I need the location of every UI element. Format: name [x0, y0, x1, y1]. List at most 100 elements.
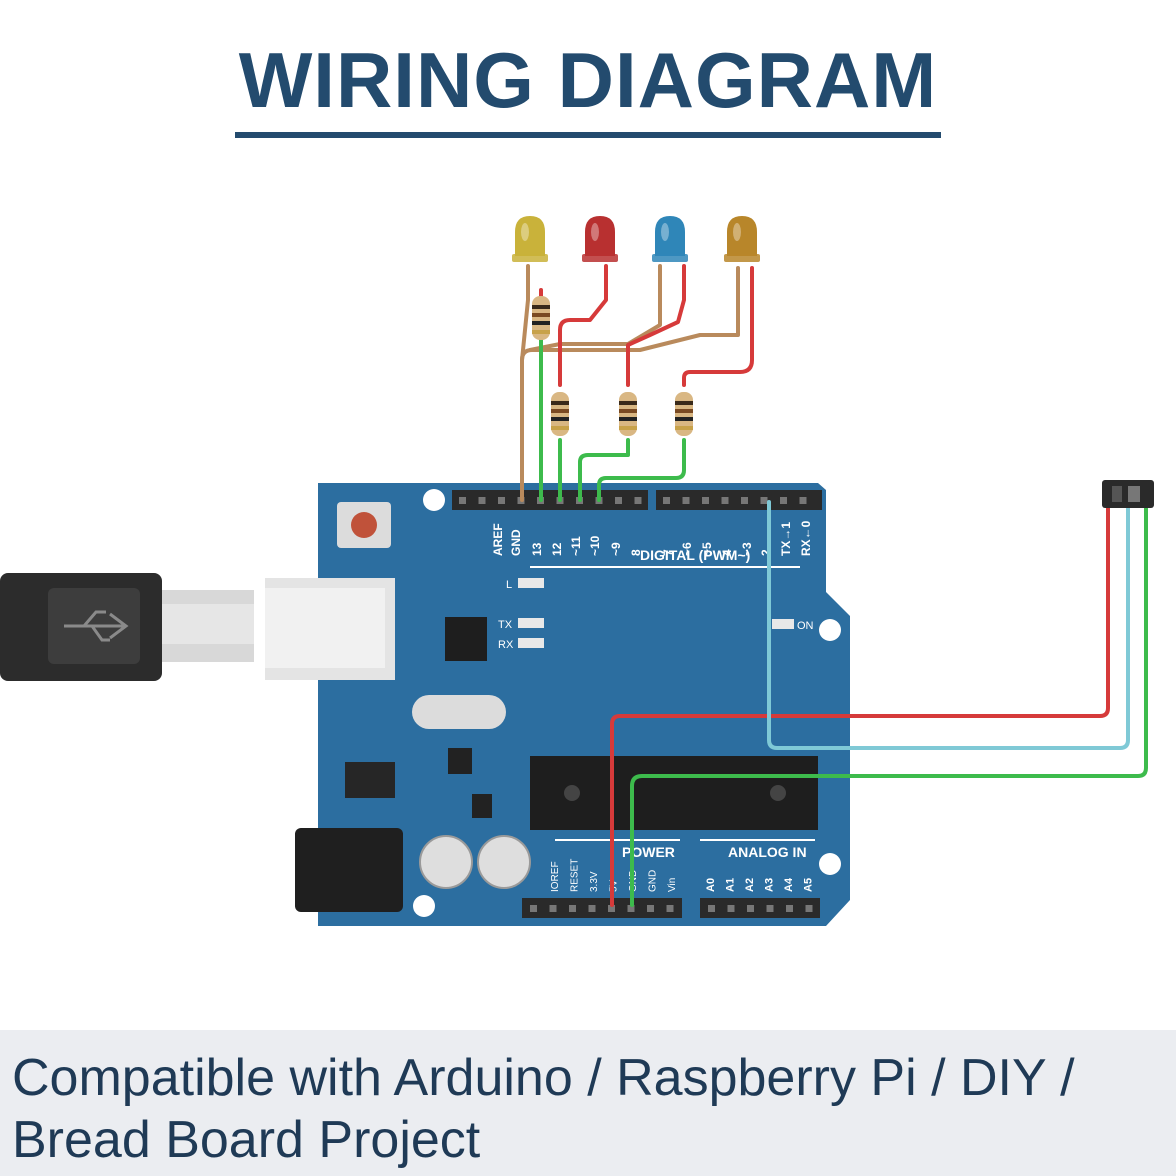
header-pin	[647, 905, 654, 912]
sensor-signal-wire	[767, 500, 1130, 750]
analog-pin-label: A1	[725, 878, 737, 892]
sensor-power-wire	[610, 506, 1110, 907]
led-tx-label: TX	[498, 619, 513, 631]
header-pin-label: ~10	[588, 535, 602, 556]
header-pin	[741, 497, 748, 504]
usb-icon	[64, 610, 129, 642]
header-pin-label: AREF	[491, 523, 505, 556]
header-pin-label: ~11	[569, 536, 583, 556]
resistor-band	[532, 305, 550, 309]
resistor-band	[619, 417, 637, 421]
resistor-band	[532, 321, 550, 325]
led-on-label: ON	[797, 620, 814, 632]
signal-wire	[597, 438, 686, 502]
header-pin	[799, 497, 807, 504]
mount-hole	[819, 853, 841, 875]
resistor-band	[532, 313, 550, 317]
header-pin-label: GND	[509, 529, 523, 556]
led-rim	[724, 254, 760, 262]
resistor-band	[675, 417, 693, 421]
power-header	[522, 898, 820, 918]
header-pin-label: ~3	[740, 542, 754, 556]
header-pin	[549, 905, 557, 912]
header-pin	[721, 497, 729, 504]
usb-port-inner	[265, 588, 385, 668]
led-rim	[582, 254, 618, 262]
usb-chip	[445, 617, 487, 661]
led-highlight	[591, 223, 599, 241]
analog-label: ANALOG IN	[728, 844, 807, 860]
analog-pin-label: A2	[744, 878, 756, 892]
resistor-band	[619, 401, 637, 405]
mount-hole	[819, 619, 841, 641]
small-chip	[448, 748, 472, 774]
header-pin	[780, 497, 787, 504]
resistor-band	[532, 330, 550, 334]
header-block	[522, 898, 682, 918]
header-pin-label: 8	[629, 549, 643, 556]
header-pin	[708, 905, 715, 912]
resistor-band	[551, 409, 569, 413]
led-rx	[518, 638, 544, 648]
capacitor	[419, 835, 473, 889]
header-pin-label: ~5	[700, 542, 714, 556]
led-rim	[652, 254, 688, 262]
ground-wire	[520, 264, 530, 362]
sensor-pin-block	[1112, 486, 1122, 502]
signal-wire	[578, 438, 630, 502]
small-chip	[472, 794, 492, 818]
power-pin-label: RESET	[570, 859, 581, 892]
header-pin	[569, 905, 576, 912]
header-pin	[663, 497, 670, 504]
led-highlight	[661, 223, 669, 241]
footer-line-1: Compatible with Arduino / Raspberry Pi /…	[12, 1049, 1075, 1107]
resistor-band	[675, 426, 693, 430]
header-pin-label: 7	[661, 549, 675, 556]
led-bulb	[655, 216, 685, 256]
led-tx	[518, 618, 544, 628]
footer-banner: Compatible with Arduino / Raspberry Pi /…	[0, 1030, 1176, 1176]
resistor-band	[619, 409, 637, 413]
mount-hole	[413, 895, 435, 917]
sensor-module	[1102, 480, 1154, 508]
digital-header	[452, 490, 822, 510]
usb-cable	[0, 573, 254, 681]
led-l-label: L	[506, 579, 512, 591]
header-pin	[747, 905, 754, 912]
resistor-band	[551, 401, 569, 405]
reset-button-cap[interactable]	[351, 512, 377, 538]
header-pin	[634, 497, 642, 504]
header-pin	[805, 905, 813, 912]
capacitor	[477, 835, 531, 889]
page-title: WIRING DIAGRAM	[234, 34, 942, 138]
led-anode-wire	[626, 264, 686, 387]
header-pin-label: 4	[720, 549, 734, 556]
header-pin	[702, 497, 709, 504]
resistors	[532, 296, 693, 436]
analog-pin-label: A4	[783, 877, 795, 892]
header-pin	[666, 905, 674, 912]
page-title-wrap: WIRING DIAGRAM	[0, 34, 1176, 138]
led-bulb	[585, 216, 615, 256]
led-l	[518, 578, 544, 588]
digital-label: DIGITAL (PWM~)	[640, 547, 750, 563]
chip-notch	[770, 785, 786, 801]
leds	[512, 216, 760, 262]
header-block	[656, 490, 822, 510]
sensor-pin-block	[1128, 486, 1140, 502]
resistor-band	[619, 426, 637, 430]
header-pin	[786, 905, 793, 912]
footer-line-2: Bread Board Project	[12, 1111, 481, 1169]
led-rim	[512, 254, 548, 262]
resistor-band	[675, 401, 693, 405]
power-pin-label: IOREF	[550, 861, 561, 892]
header-pin	[608, 905, 615, 912]
header-pin-label: TX→1	[779, 522, 793, 556]
header-pin	[766, 905, 774, 912]
header-pin-label: ~9	[609, 542, 623, 556]
header-pin	[615, 497, 622, 504]
led-anode-wire	[558, 264, 608, 387]
